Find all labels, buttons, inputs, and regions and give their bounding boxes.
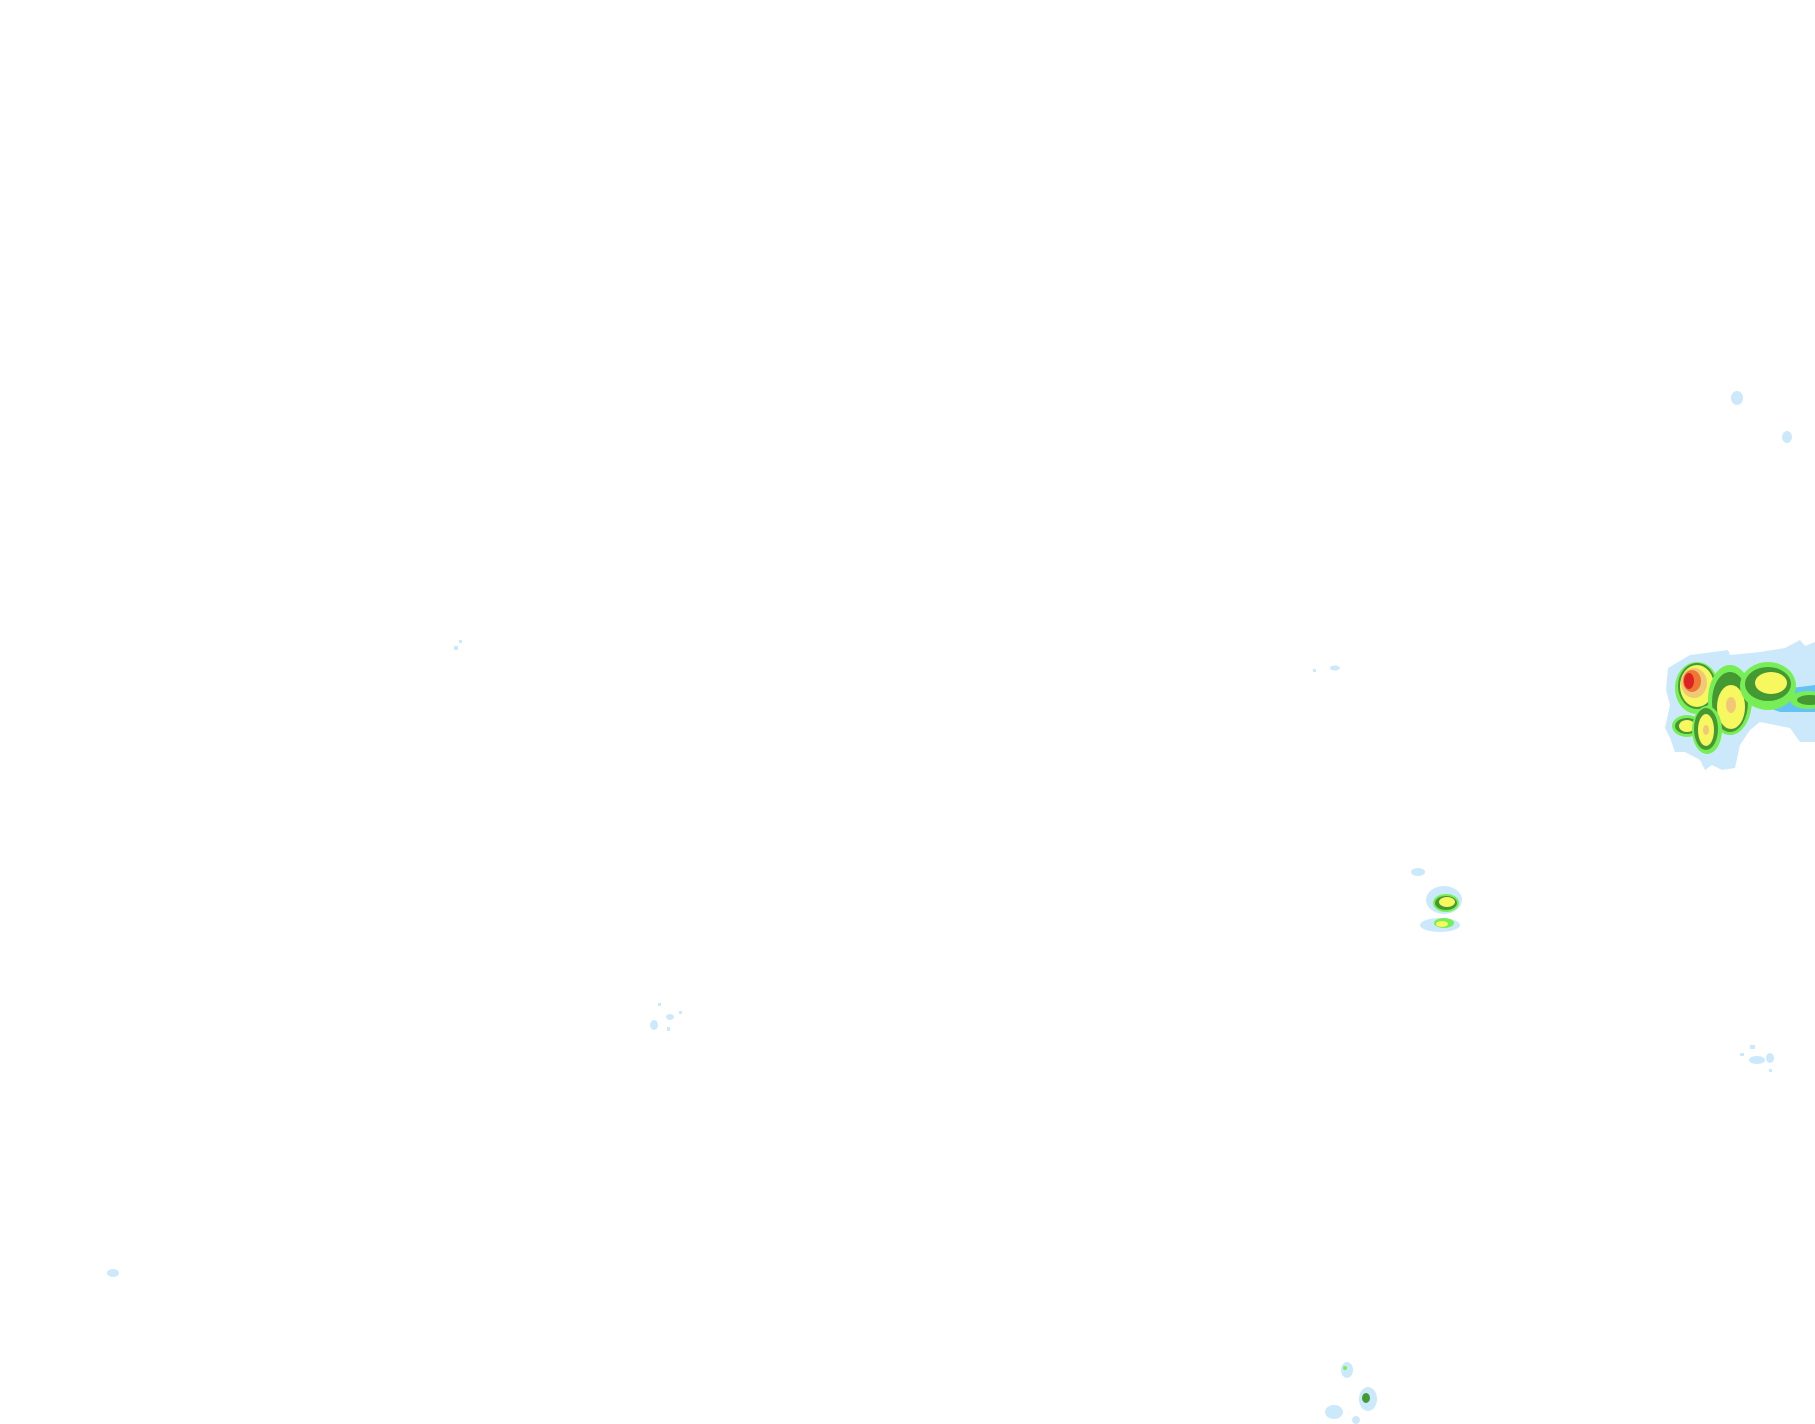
storm-cluster-east [1665,640,1815,770]
cell-core-red [1684,673,1694,689]
echo [650,1020,658,1030]
echo [1749,1056,1765,1064]
echo [667,1027,670,1031]
scattered-light-echoes [107,391,1792,1424]
echo [1341,1362,1353,1378]
cell-core-orange [1726,697,1736,713]
storm-cluster-south [1411,868,1462,932]
echo [1766,1053,1774,1063]
cell-core-orange [1703,725,1709,735]
echo [1352,1416,1360,1424]
echo [1769,1069,1772,1072]
echo [1325,1405,1343,1419]
echo [1750,1045,1755,1049]
cell-core-yellow [1439,897,1455,907]
echo [454,646,458,650]
echo-green [1362,1393,1370,1403]
cell-core-yellow [1755,672,1787,694]
echo [1731,391,1743,405]
echo [1313,669,1316,672]
cell-core-yellow [1679,720,1695,732]
echo [459,640,462,643]
echo-green [1343,1366,1347,1370]
cell-ring [1797,695,1815,705]
echo [658,1003,661,1006]
cell-core-yellow [1436,921,1448,927]
echo [1330,665,1340,671]
echo [1740,1053,1744,1056]
echo [679,1011,682,1014]
echo [666,1014,674,1020]
echo [1782,431,1792,443]
light-precip-area [1411,868,1425,876]
echo [107,1269,119,1277]
